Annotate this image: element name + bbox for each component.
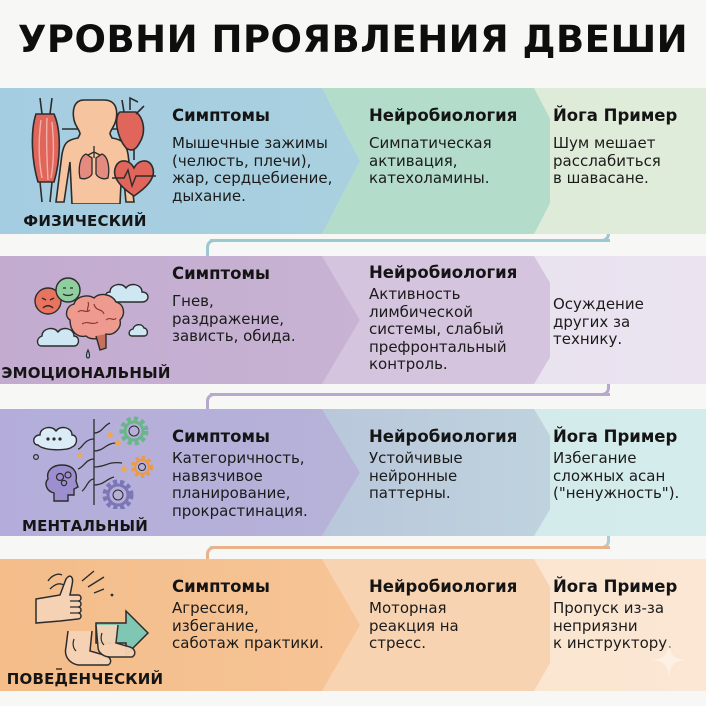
symptoms-column: Симптомы Мышечные зажимы (челюсть, плечи… (172, 106, 342, 205)
band-segment-neuro (322, 559, 550, 691)
neurobiology-heading: Нейробиология (369, 577, 518, 596)
yoga-example-column: Осуждение других за технику. (553, 295, 703, 349)
neurobiology-text: Активность лимбической системы, слабый п… (369, 285, 507, 373)
neurobiology-column: Нейробиология Устойчивые нейронные патте… (369, 427, 544, 503)
level-band-emotional: ЭМОЦИОНАЛЬНЫЙ Симптомы Гнев, раздражение… (0, 256, 706, 384)
symptoms-heading: Симптомы (172, 264, 270, 283)
symptoms-heading: Симптомы (172, 427, 270, 446)
level-label-emotional: ЭМОЦИОНАЛЬНЫЙ (1, 364, 171, 382)
yoga-example-heading: Йога Пример (553, 577, 678, 596)
yoga-example-column: Йога Пример Шум мешает расслабиться в ша… (553, 106, 703, 188)
level-label-behavioral: ПОВЕДЕНЧЕСКИЙ (6, 670, 164, 688)
neurobiology-heading: Нейробиология (369, 427, 518, 446)
sparkle-icon (652, 643, 686, 677)
yoga-example-column: Йога Пример Избегание сложных асан ("нен… (553, 427, 703, 503)
symptoms-column: Симптомы Категоричность, навязчивое план… (172, 427, 342, 520)
neurobiology-text: Устойчивые нейронные паттерны. (369, 449, 463, 502)
yoga-example-column: Йога Пример Пропуск из-за неприязни к ин… (553, 577, 703, 653)
symptoms-text: Агрессия, избегание, саботаж практики. (172, 599, 324, 652)
yoga-example-text: Пропуск из-за неприязни к инструктору. (553, 599, 672, 652)
yoga-example-text: Осуждение других за технику. (553, 295, 644, 348)
behavior-arrow-icon (8, 561, 168, 676)
yoga-example-heading: Йога Пример (553, 106, 678, 125)
neurobiology-column: Нейробиология Симпатическая активация, к… (369, 106, 544, 188)
brain-emotions-icon (8, 256, 168, 365)
neurobiology-column: Нейробиология Моторная реакция на стресс… (369, 577, 544, 653)
page-title: УРОВНИ ПРОЯВЛЕНИЯ ДВЕШИ (17, 18, 689, 61)
symptoms-text: Категоричность, навязчивое планирование,… (172, 449, 308, 520)
symptoms-text: Мышечные зажимы (челюсть, плечи), жар, с… (172, 134, 333, 205)
flow-connector (206, 393, 610, 413)
level-label-mental: МЕНТАЛЬНЫЙ (21, 517, 149, 535)
band-segment-symptoms (0, 256, 360, 384)
neurobiology-heading: Нейробиология (369, 106, 518, 125)
yoga-example-heading: Йога Пример (553, 427, 678, 446)
level-band-behavioral: ПОВЕДЕНЧЕСКИЙ Симптомы Агрессия, избеган… (0, 559, 706, 691)
symptoms-column: Симптомы Гнев, раздражение, зависть, оби… (172, 264, 342, 346)
symptoms-heading: Симптомы (172, 106, 270, 125)
symptoms-column: Симптомы Агрессия, избегание, саботаж пр… (172, 577, 342, 653)
neurobiology-heading: Нейробиология (369, 263, 518, 282)
body-organs-icon (8, 92, 168, 209)
neurobiology-text: Симпатическая активация, катехоламины. (369, 134, 492, 187)
level-label-physical: ФИЗИЧЕСКИЙ (23, 212, 147, 230)
band-segment-neuro (322, 256, 550, 384)
symptoms-heading: Симптомы (172, 577, 270, 596)
symptoms-text: Гнев, раздражение, зависть, обида. (172, 292, 296, 345)
band-segment-neuro (322, 88, 550, 234)
yoga-example-text: Шум мешает расслабиться в шавасане. (553, 134, 661, 187)
flow-connector (206, 546, 610, 562)
band-segment-neuro (322, 409, 550, 536)
neurobiology-column: Нейробиология Активность лимбической сис… (369, 263, 544, 374)
neurobiology-text: Моторная реакция на стресс. (369, 599, 459, 652)
flow-connector (206, 239, 610, 259)
yoga-example-text: Избегание сложных асан ("ненужность"). (553, 449, 680, 502)
level-band-mental: МЕНТАЛЬНЫЙ Симптомы Категоричность, навя… (0, 409, 706, 536)
mind-gears-icon (8, 409, 168, 514)
band-segment-symptoms (0, 88, 360, 234)
level-band-physical: ФИЗИЧЕСКИЙ Симптомы Мышечные зажимы (чел… (0, 88, 706, 234)
